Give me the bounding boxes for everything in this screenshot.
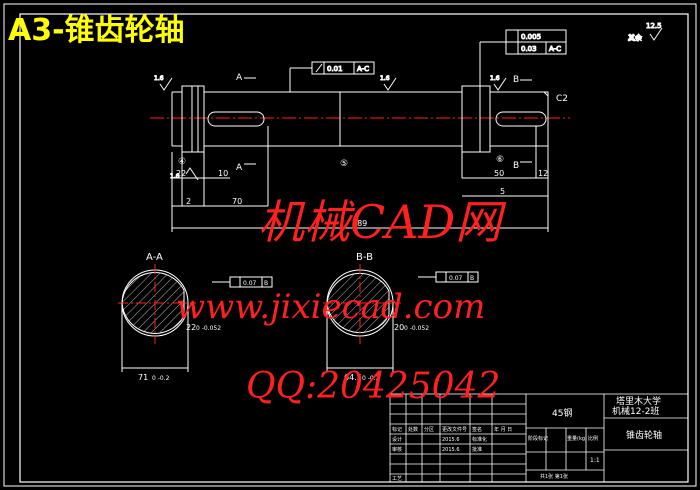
svg-text:年 月 日: 年 月 日: [494, 426, 512, 433]
keyway-right: [495, 111, 547, 127]
keyway-left: [207, 111, 265, 127]
class-label: 机械12-2班: [612, 405, 659, 417]
svg-text:1.6: 1.6: [170, 173, 180, 180]
section-bb-label: B-B: [356, 252, 373, 263]
svg-text:B: B: [264, 280, 268, 287]
outer-frame: [3, 3, 697, 487]
svg-text:0 -0.2: 0 -0.2: [152, 375, 170, 382]
section-bb: B-B 64.5 0 -0.2 20 0 -0.052 0.07 B: [323, 252, 479, 382]
svg-text:0.005: 0.005: [521, 33, 541, 41]
top-roughness-note: 其余: [628, 33, 642, 42]
drawing-title: A3-锥齿轮轴: [8, 13, 185, 48]
svg-text:比例: 比例: [588, 435, 598, 442]
watermark-line3: QQ:20425042: [246, 366, 500, 407]
svg-text:10: 10: [218, 169, 228, 178]
svg-text:71: 71: [138, 373, 148, 382]
svg-text:1.6: 1.6: [380, 75, 390, 82]
svg-text:22: 22: [176, 169, 186, 178]
svg-text:0 -0.052: 0 -0.052: [404, 325, 429, 332]
part-name-label: 锥齿轮轴: [626, 429, 662, 441]
svg-text:12: 12: [538, 169, 548, 178]
svg-text:22: 22: [186, 323, 196, 332]
svg-text:0 -0.2: 0 -0.2: [362, 375, 380, 382]
runout-right: 0.005 0.03 A-C: [479, 29, 567, 86]
svg-text:分区: 分区: [424, 426, 434, 433]
section-aa: A-A 71 0 -0.2 22 0 -0.052 0.07 B: [118, 252, 273, 382]
inner-frame: [19, 13, 689, 483]
svg-text:标记: 标记: [392, 426, 402, 433]
svg-text:189: 189: [352, 219, 367, 228]
svg-text:设计: 设计: [392, 436, 402, 443]
svg-text:50: 50: [494, 169, 504, 178]
svg-text:0.01: 0.01: [327, 65, 343, 73]
svg-text:0.03: 0.03: [521, 45, 537, 53]
svg-text:B: B: [470, 275, 474, 282]
svg-text:签名: 签名: [472, 426, 482, 433]
svg-text:0.07: 0.07: [243, 280, 257, 287]
section-label-a-top: A: [236, 73, 243, 83]
svg-text:20: 20: [394, 323, 404, 332]
svg-text:A-C: A-C: [549, 45, 561, 53]
svg-text:重量(kg): 重量(kg): [567, 435, 587, 442]
title-block-text: 标记 处数 分区 更改文件号 签名 年 月 日 设计 标准化 2015.6 审核…: [392, 395, 662, 482]
svg-text:1.6: 1.6: [154, 75, 164, 82]
svg-text:更改文件号: 更改文件号: [442, 426, 467, 433]
section-aa-label: A-A: [146, 252, 163, 263]
dimensions-bottom: [171, 126, 549, 232]
svg-text:0.07: 0.07: [449, 275, 463, 282]
svg-text:A-C: A-C: [357, 65, 369, 73]
watermark-line2: www.jixiecad.com: [176, 287, 485, 327]
shaft-main-view: [150, 85, 570, 153]
svg-text:处数: 处数: [408, 426, 418, 433]
svg-text:5: 5: [500, 187, 505, 196]
top-roughness: 12.5: [646, 22, 662, 30]
svg-text:1:1: 1:1: [590, 457, 600, 464]
svg-text:工艺: 工艺: [392, 476, 402, 482]
section-marks: A A B B C2: [236, 73, 568, 173]
svg-text:64.5: 64.5: [344, 373, 362, 382]
svg-text:70: 70: [232, 197, 242, 206]
svg-text:0 -0.052: 0 -0.052: [196, 325, 221, 332]
watermark: 机械CAD网 www.jixiecad.com QQ:20425042: [176, 195, 507, 407]
svg-text:批准: 批准: [472, 446, 482, 453]
svg-text:2: 2: [186, 197, 191, 206]
title-block: [389, 393, 689, 483]
section-label-b-bottom: B: [513, 161, 519, 171]
school-label: 塔里木大学: [616, 395, 661, 407]
svg-text:2015.6: 2015.6: [442, 447, 460, 453]
datum-markers: ④ ⑤ ⑥: [178, 155, 504, 169]
svg-text:⑤: ⑤: [340, 159, 348, 169]
svg-text:阶段标记: 阶段标记: [528, 435, 548, 442]
chamfer-label: C2: [556, 94, 568, 104]
svg-text:共1张 第1张: 共1张 第1张: [540, 473, 568, 480]
svg-text:审核: 审核: [392, 446, 402, 453]
dimension-texts: 22 10 2 70 50 12 5 189: [176, 169, 548, 228]
watermark-line1: 机械CAD网: [258, 195, 507, 249]
section-label-a-bottom: A: [236, 163, 243, 173]
svg-text:⑥: ⑥: [496, 155, 504, 165]
svg-text:2015.6: 2015.6: [442, 437, 460, 443]
svg-text:1.6: 1.6: [490, 75, 500, 82]
material-label: 45钢: [552, 407, 572, 419]
section-label-b-top: B: [513, 75, 519, 85]
svg-text:标准化: 标准化: [472, 436, 487, 443]
runout-left: 0.01 A-C: [289, 61, 375, 92]
roughness-symbols: 1.6 1.6 1.6 1.6 12.5 其余: [154, 22, 663, 181]
